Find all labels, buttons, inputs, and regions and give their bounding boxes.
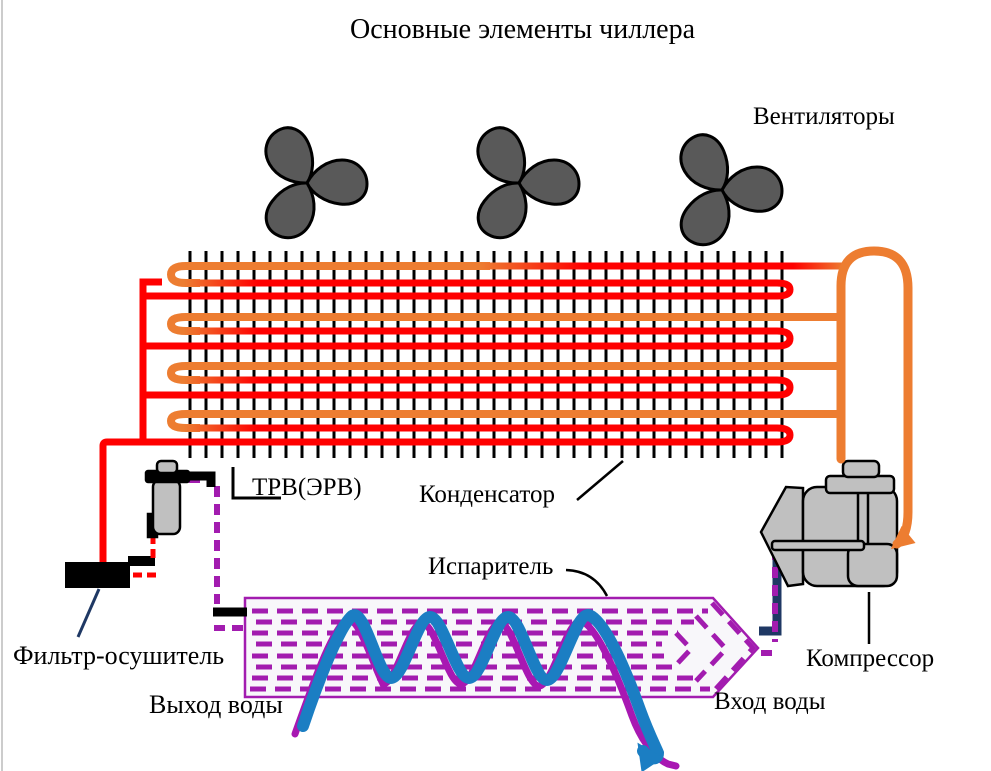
label-evaporator: Испаритель (428, 553, 554, 580)
black-pipes (185, 471, 247, 617)
valve-cap (155, 459, 179, 475)
slide-left-edge (1, 0, 3, 771)
condenser-leader-line (576, 460, 624, 501)
page-title: Основные элементы чиллера (350, 14, 696, 45)
compressor-seams (856, 492, 870, 544)
filter-drier-assembly (65, 556, 155, 588)
fan-icon (670, 125, 784, 255)
filter-drier-leader-line (76, 588, 101, 638)
compressor-assembly (759, 459, 899, 588)
label-condenser: Конденсатор (419, 481, 555, 508)
compressor-body-section (846, 542, 899, 588)
compressor-head-bar (824, 474, 896, 495)
valve-body (151, 478, 182, 536)
condenser-fins (188, 251, 784, 458)
compressor-cap (841, 459, 881, 479)
liquid-line-to-filter (99, 438, 108, 565)
fan-icon (255, 118, 369, 248)
label-filter-drier: Фильтр-осушитель (13, 641, 225, 670)
filter-drier-body (65, 562, 130, 588)
label-fans: Вентиляторы (753, 103, 895, 130)
condenser-orange-tubes (166, 262, 840, 432)
label-water-out: Выход воды (149, 690, 283, 719)
label-expansion-valve: ТРВ(ЭРВ) (252, 474, 362, 501)
evaporator-leader-line (565, 568, 609, 597)
expansion-valve-assembly (144, 459, 191, 539)
condenser-red-tubes (99, 262, 798, 565)
fan-icons (255, 118, 784, 255)
label-compressor: Компрессор (806, 645, 935, 672)
tube-color-transitions (184, 262, 844, 432)
label-leader-lines (231, 460, 871, 644)
label-water-in: Вход воды (714, 688, 826, 715)
filter-drier-outlet-step (128, 556, 155, 566)
condenser-left-manifold (139, 278, 162, 442)
water-wave-blue (297, 608, 665, 771)
compressor-cross-bar (770, 539, 866, 552)
fan-icon (467, 118, 581, 248)
discharge-arch (836, 246, 916, 550)
red-dashed-lines (133, 535, 156, 578)
compressor-nose (759, 485, 805, 588)
valve-leader-bracket (231, 467, 281, 500)
